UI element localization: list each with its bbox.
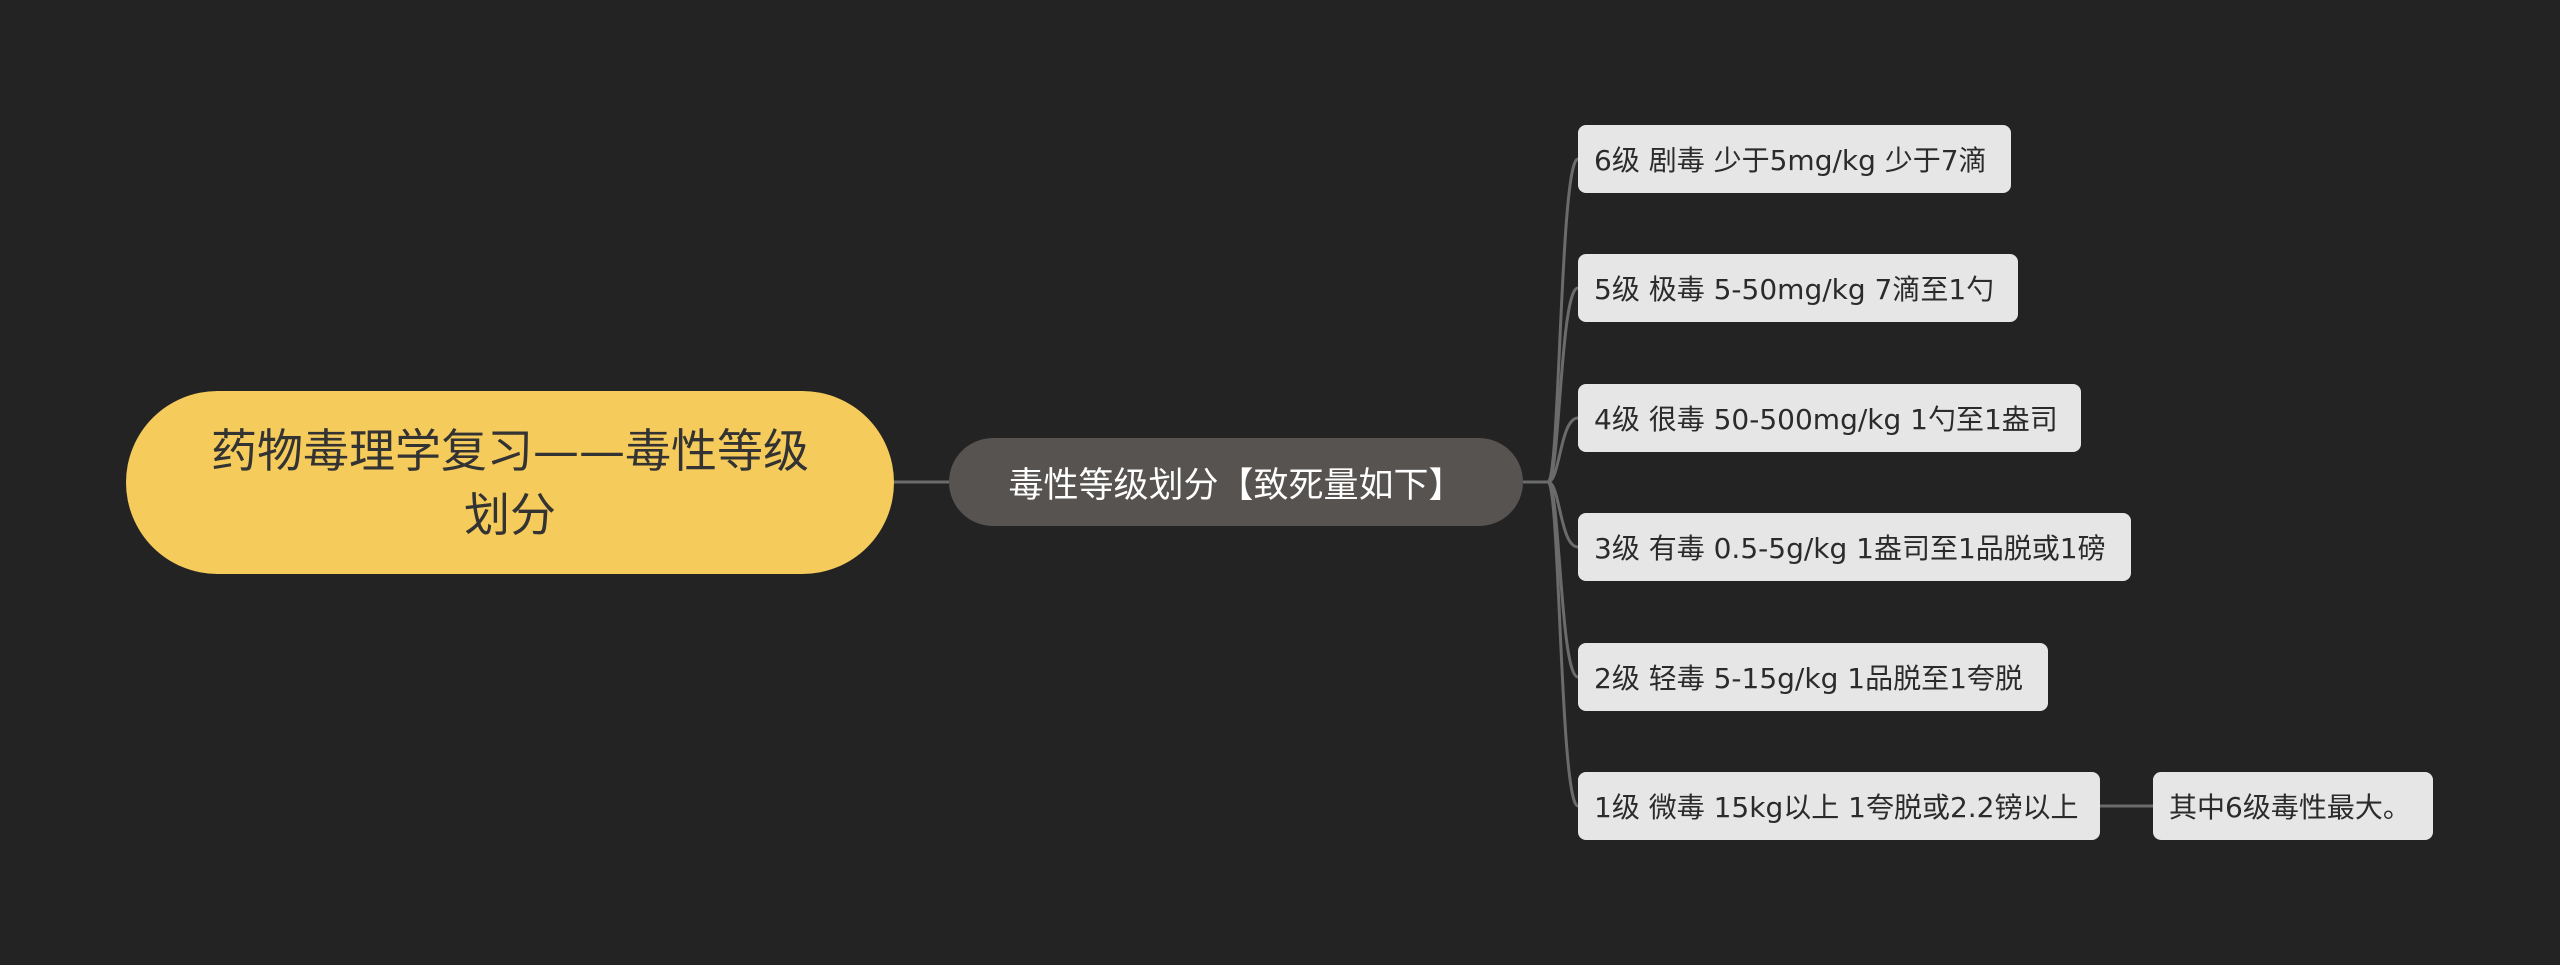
level-4-label: 4级 很毒 50-500mg/kg 1勺至1盎司	[1594, 403, 2058, 436]
level-3-topic[interactable]: 3级 有毒 0.5-5g/kg 1盎司至1品脱或1磅	[1578, 513, 2131, 581]
note-label: 其中6级毒性最大。	[2169, 791, 2411, 824]
root-topic[interactable]: 药物毒理学复习——毒性等级划分	[126, 391, 894, 574]
connector-branch-level-4	[1547, 416, 1579, 484]
level-2-topic[interactable]: 2级 轻毒 5-15g/kg 1品脱至1夸脱	[1578, 643, 2048, 711]
level-5-topic[interactable]: 5级 极毒 5-50mg/kg 7滴至1勺	[1578, 254, 2018, 322]
level-4-topic[interactable]: 4级 很毒 50-500mg/kg 1勺至1盎司	[1578, 384, 2081, 452]
connector-branch-level-1	[1546, 480, 1580, 808]
connector-branch-level-6	[1546, 157, 1580, 484]
root-topic-label: 药物毒理学复习——毒性等级划分	[211, 423, 809, 542]
note-topic[interactable]: 其中6级毒性最大。	[2153, 772, 2433, 840]
connector-branch-level-5	[1546, 286, 1579, 484]
branch-topic-label: 毒性等级划分【致死量如下】	[1008, 465, 1464, 506]
level-6-topic[interactable]: 6级 剧毒 少于5mg/kg 少于7滴	[1578, 125, 2011, 193]
level-1-topic[interactable]: 1级 微毒 15kg以上 1夸脱或2.2镑以上	[1578, 772, 2100, 840]
branch-topic[interactable]: 毒性等级划分【致死量如下】	[949, 438, 1523, 526]
level-5-label: 5级 极毒 5-50mg/kg 7滴至1勺	[1594, 273, 1995, 306]
level-3-label: 3级 有毒 0.5-5g/kg 1盎司至1品脱或1磅	[1594, 532, 2106, 565]
level-6-label: 6级 剧毒 少于5mg/kg 少于7滴	[1594, 144, 1987, 177]
level-2-label: 2级 轻毒 5-15g/kg 1品脱至1夸脱	[1594, 662, 2023, 695]
level-1-label: 1级 微毒 15kg以上 1夸脱或2.2镑以上	[1594, 791, 2079, 824]
